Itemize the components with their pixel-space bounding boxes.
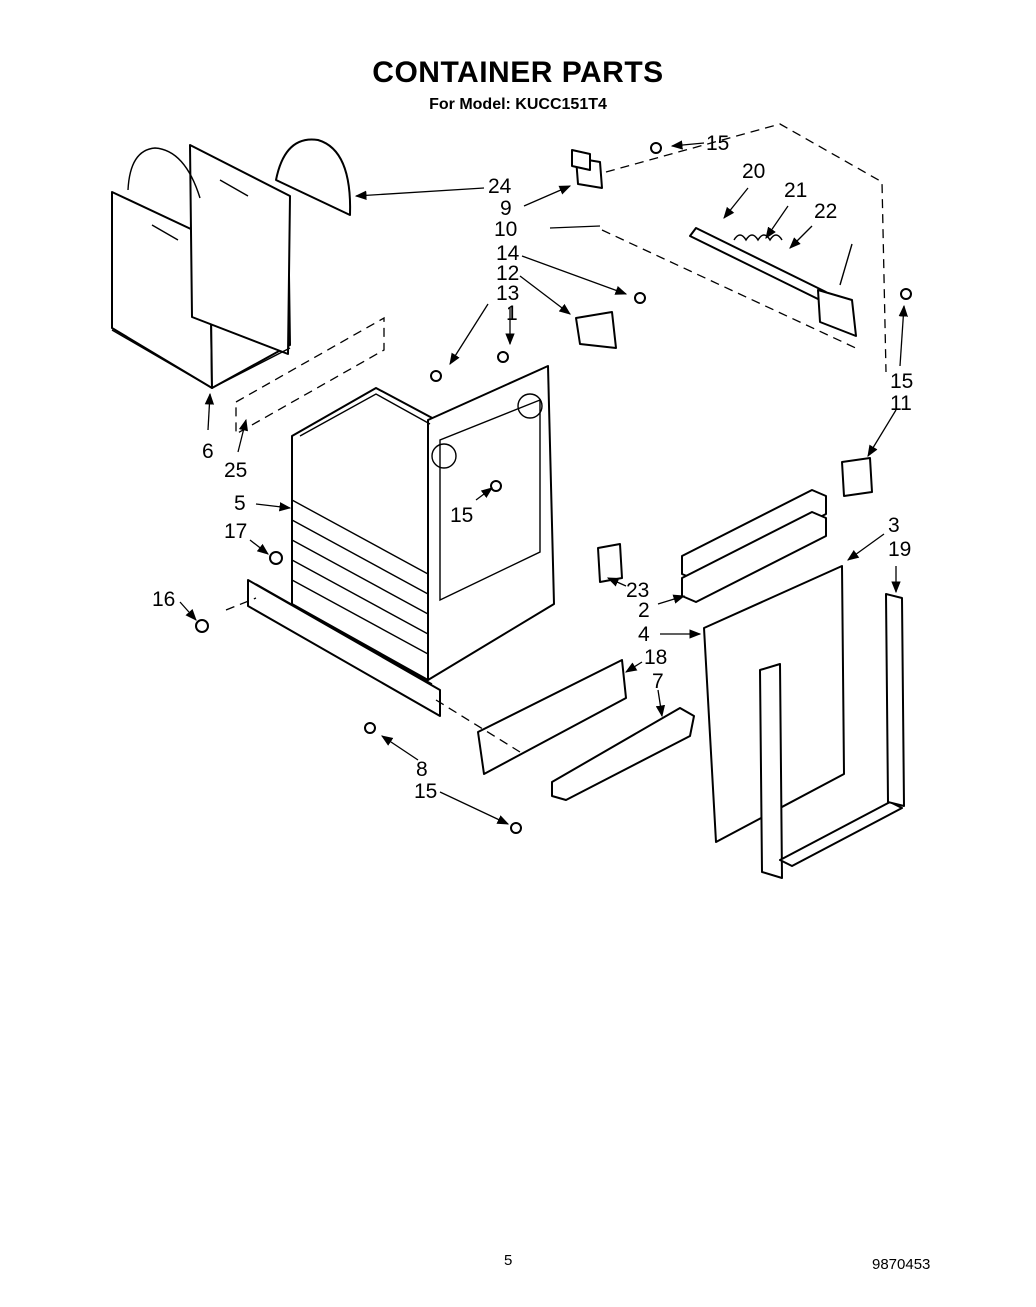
callout-2-rail: 2 [638,599,650,622]
container-bag-part [111,144,291,389]
callout-18-kick-plate: 18 [644,646,667,669]
callout-6-bag: 6 [202,440,214,463]
callout-8-screw: 8 [416,758,428,781]
callout-11-strike: 11 [890,392,912,415]
bag-lid-part [275,138,352,216]
bracket-12-part [575,311,617,349]
callout-14-screw: 14 [496,242,520,265]
callout-22-washer: 22 [814,200,837,223]
callout-13-screw: 13 [496,282,519,305]
callout-12-bracket: 12 [496,262,519,285]
callout-9-hinge: 9 [500,197,512,220]
base-rail-part [247,579,441,717]
callout-25-bracket: 25 [224,459,247,482]
bracket-11-part [841,457,873,497]
callout-15-screw-middle: 15 [450,504,473,527]
callout-21-spring: 21 [784,179,807,202]
callout-1-screw: 1 [506,302,518,325]
page-number: 5 [504,1252,513,1269]
callout-4-panel: 4 [638,623,650,646]
callout-10-hinge-pin: 10 [494,218,517,241]
container-cabinet-part [291,365,555,681]
callout-16-screw: 16 [152,588,175,611]
callout-17-nut: 17 [224,520,247,543]
callout-15-screw-bottom: 15 [414,780,437,803]
callout-7-handle: 7 [652,670,664,693]
door-frame-part [759,593,905,879]
bracket-23-part [597,543,623,583]
leader-lines [179,140,908,825]
handle-part [551,707,695,801]
callout-23-bracket: 23 [626,579,649,602]
latch-rod-part [689,227,857,337]
part-number-callouts: 15 24 9 10 20 21 22 14 12 13 1 15 11 6 2… [152,132,913,803]
callout-15-screw-right: 15 [890,370,913,393]
screw-parts [195,142,912,834]
document-number: 9870453 [872,1256,931,1273]
callout-3-frame: 3 [888,514,900,537]
callout-19-gasket: 19 [888,538,911,561]
callout-5-cabinet: 5 [234,492,246,515]
callout-20-latch-rod: 20 [742,160,765,183]
kick-plate-part [477,659,627,775]
callout-15-screw-top: 15 [706,132,729,155]
callout-24-bag-lid: 24 [488,175,512,198]
page-title: CONTAINER PARTS [372,56,664,89]
model-subtitle: For Model: KUCC151T4 [429,96,607,113]
hinge-bracket-part [571,149,603,189]
